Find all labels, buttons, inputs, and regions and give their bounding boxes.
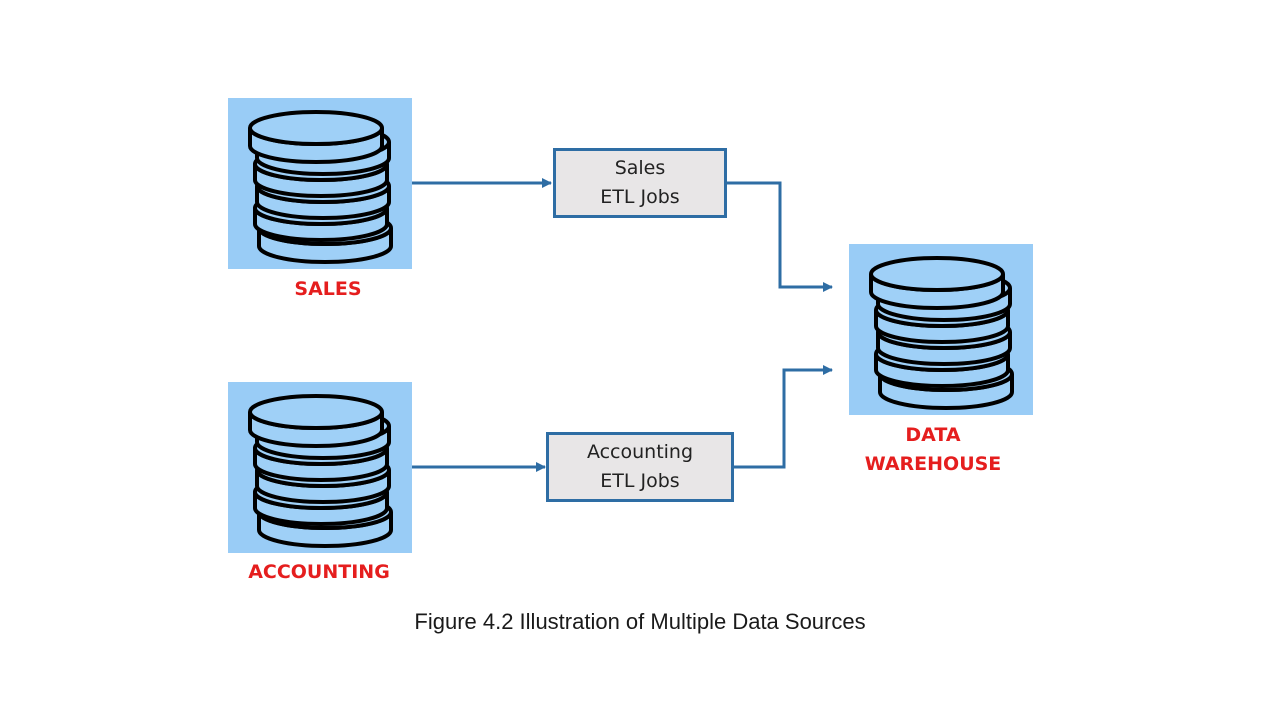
accounting-etl-line2: ETL Jobs [600,470,680,492]
figure-caption: Figure 4.2 Illustration of Multiple Data… [414,609,866,634]
sales-etl-line2: ETL Jobs [600,186,680,208]
warehouse-label-line1: DATA [905,424,961,446]
accounting-etl-to-warehouse-arrow [733,365,833,469]
sales-etl-box: Sales ETL Jobs [553,148,727,218]
sales-source-label: SALES [294,278,362,300]
database-disk-top [869,256,1005,292]
sales-database-icon [228,98,412,269]
sales-etl-line1: Sales [614,157,666,179]
accounting-etl-line1: Accounting [586,441,694,463]
database-disk-top [248,110,384,146]
warehouse-label-line2: WAREHOUSE [864,453,1002,475]
warehouse-label: DATA WAREHOUSE [833,421,1033,479]
database-disk-top [248,394,384,430]
accounting-database-icon [228,382,412,553]
accounting-source-label: ACCOUNTING [248,561,390,583]
warehouse-database-icon [849,244,1033,415]
accounting-etl-box: Accounting ETL Jobs [546,432,734,502]
sales-etl-to-warehouse-arrow [726,181,833,292]
